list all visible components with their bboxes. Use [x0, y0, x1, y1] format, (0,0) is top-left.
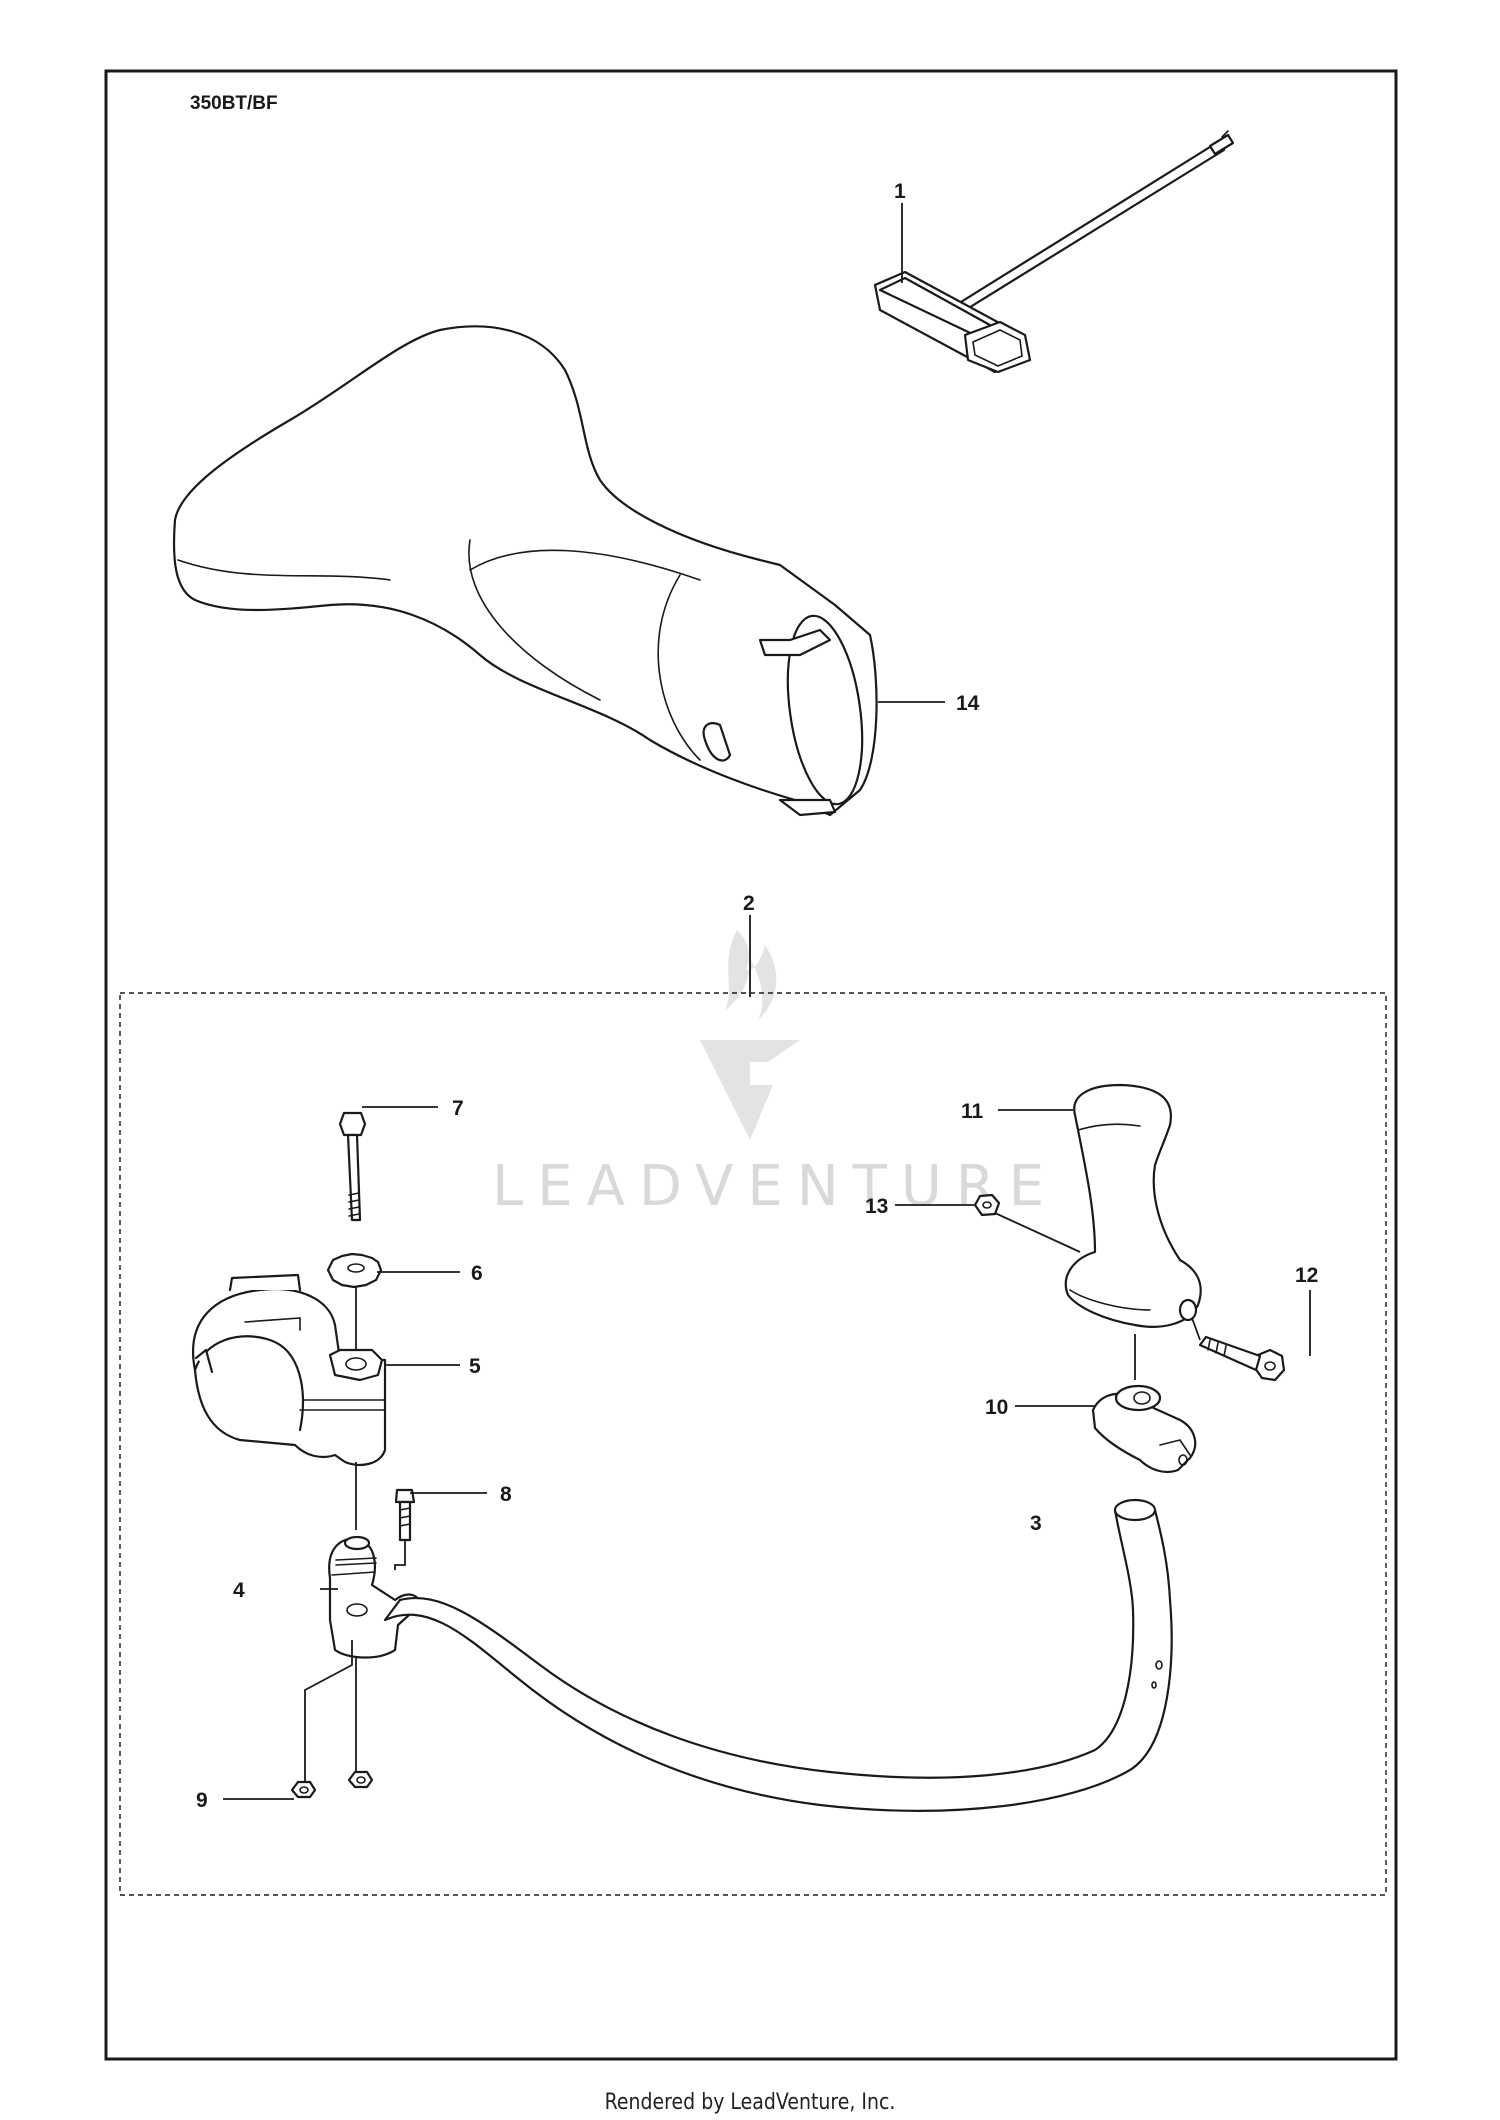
callout-3: 3 [1030, 1512, 1042, 1535]
callout-8: 8 [500, 1483, 512, 1506]
callout-7: 7 [452, 1097, 464, 1120]
callout-14: 14 [956, 692, 980, 715]
callout-10: 10 [985, 1396, 1008, 1419]
callout-6: 6 [471, 1262, 483, 1285]
footer-credit: Rendered by LeadVenture, Inc. [604, 2090, 896, 2115]
callout-13: 13 [865, 1195, 888, 1218]
model-label: 350BT/BF [190, 93, 278, 114]
blower-nozzle-part [172, 325, 878, 817]
callout-5: 5 [469, 1355, 481, 1378]
grip-screw-part [1198, 1335, 1286, 1382]
screw-part [394, 1488, 416, 1542]
clamp-part [192, 1273, 387, 1466]
nut-part [290, 1770, 374, 1799]
handle-kit-box [119, 992, 1387, 1896]
grip-nut-part [973, 1193, 1001, 1217]
callout-9: 9 [196, 1789, 208, 1812]
callout-2: 2 [743, 892, 755, 915]
grip-handle-part [1064, 1083, 1202, 1328]
callout-1: 1 [894, 180, 906, 203]
callout-4: 4 [233, 1579, 245, 1602]
watermark-logo: LEADVENTURE [492, 930, 1058, 1219]
serrated-washer-part [326, 1252, 383, 1289]
bolt-part [338, 1111, 367, 1222]
handle-bar-part [328, 1498, 1173, 1812]
t-wrench-part [873, 130, 1235, 374]
svg-text:LEADVENTURE: LEADVENTURE [492, 1154, 1058, 1219]
callout-11: 11 [961, 1100, 984, 1123]
callout-12: 12 [1295, 1264, 1318, 1287]
diagram-frame [104, 69, 1398, 2061]
bracket-part [1091, 1384, 1197, 1474]
